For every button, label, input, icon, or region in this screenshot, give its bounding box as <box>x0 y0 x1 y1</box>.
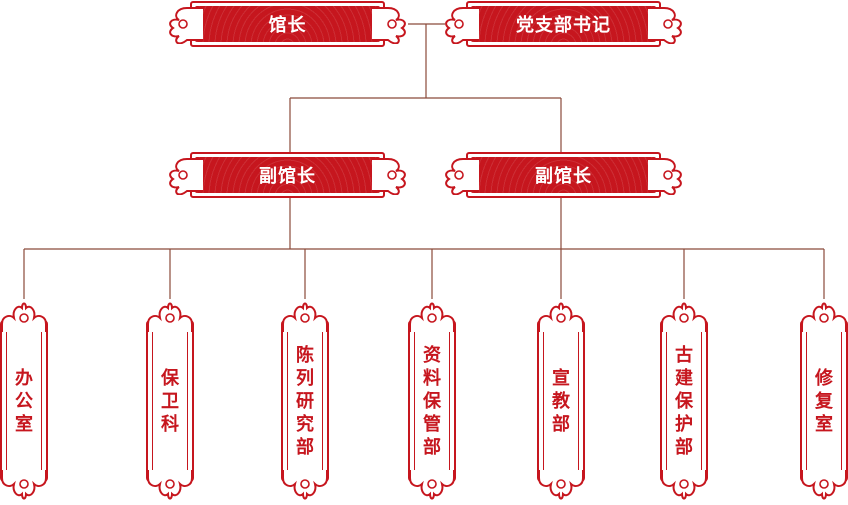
department-label: 保卫科 <box>161 367 179 435</box>
ornament-cap <box>801 302 847 332</box>
director-panel <box>195 6 380 42</box>
ornament-cap <box>661 302 707 332</box>
ornament-cap <box>0 470 47 500</box>
department-frame <box>281 320 329 482</box>
ornament-cap <box>538 470 584 500</box>
ornament-cap <box>147 470 193 500</box>
ornament-cap <box>169 158 203 195</box>
department-label: 办公室 <box>15 367 33 435</box>
ornament-cap <box>372 7 406 44</box>
department-label: 宣教部 <box>552 367 570 435</box>
department-label: 古建保护部 <box>675 344 693 458</box>
department-label: 修复室 <box>815 367 833 435</box>
ornament-cap <box>445 7 479 44</box>
deputy-director-box: 副馆长 <box>165 152 410 198</box>
ornament-cap <box>409 470 455 500</box>
ornament-cap <box>282 470 328 500</box>
deputy-director-panel <box>471 157 656 193</box>
department-box: 修复室 <box>800 298 848 504</box>
ornament-cap <box>648 7 682 44</box>
ornament-cap <box>169 7 203 44</box>
director-box: 馆长 <box>165 1 410 47</box>
department-box: 陈列研究部 <box>281 298 329 504</box>
deputy-director-box: 副馆长 <box>441 152 686 198</box>
department-box: 资料保管部 <box>408 298 456 504</box>
department-box: 宣教部 <box>537 298 585 504</box>
party-secretary-box: 党支部书记 <box>441 1 686 47</box>
ornament-cap <box>661 470 707 500</box>
ornament-cap <box>409 302 455 332</box>
department-frame <box>800 320 848 482</box>
deputy-director-label: 副馆长 <box>535 166 592 187</box>
party-secretary-panel <box>471 6 656 42</box>
department-box: 保卫科 <box>146 298 194 504</box>
department-label: 陈列研究部 <box>296 344 314 458</box>
director-label: 馆长 <box>268 15 307 36</box>
ornament-cap <box>372 158 406 195</box>
ornament-cap <box>538 302 584 332</box>
ornament-cap <box>0 302 47 332</box>
ornament-cap <box>801 470 847 500</box>
ornament-cap <box>648 158 682 195</box>
deputy-director-panel <box>195 157 380 193</box>
ornament-cap <box>282 302 328 332</box>
department-box: 古建保护部 <box>660 298 708 504</box>
ornament-cap <box>445 158 479 195</box>
department-label: 资料保管部 <box>423 344 441 458</box>
deputy-director-label: 副馆长 <box>259 166 316 187</box>
department-frame <box>660 320 708 482</box>
department-frame <box>146 320 194 482</box>
department-box: 办公室 <box>0 298 48 504</box>
ornament-cap <box>147 302 193 332</box>
party-secretary-label: 党支部书记 <box>516 15 611 36</box>
